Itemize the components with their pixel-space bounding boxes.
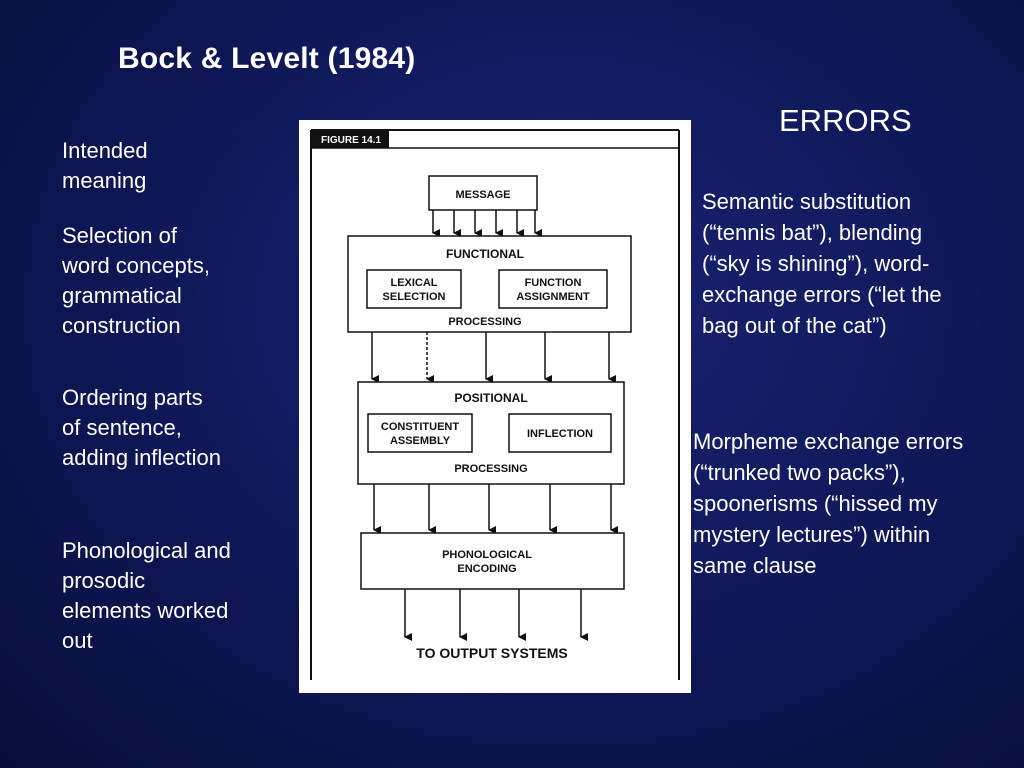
processing-label-2: PROCESSING [454, 463, 527, 475]
figure-caption: FIGURE 14.1 [321, 135, 381, 146]
phonological-encoding-box [360, 532, 625, 590]
encoding-label: ENCODING [457, 563, 516, 575]
message-label: MESSAGE [455, 189, 510, 201]
inflection-label: INFLECTION [527, 428, 593, 440]
constituent-assembly-box [367, 413, 473, 453]
function-label: FUNCTION [525, 277, 582, 289]
functional-label: FUNCTIONAL [446, 247, 524, 261]
positional-arrows [373, 484, 618, 534]
assignment-label: ASSIGNMENT [516, 291, 590, 303]
output-systems-label: TO OUTPUT SYSTEMS [416, 645, 567, 661]
label-intended-meaning: Intended meaning [62, 138, 148, 193]
figure-panel: FIGURE 14.1 MESSAGE FUNCTIONAL LEXICAL S… [299, 120, 691, 693]
functional-arrows [371, 332, 616, 383]
levelt-model-diagram: FIGURE 14.1 MESSAGE FUNCTIONAL LEXICAL S… [310, 129, 680, 680]
label-word-concepts: Selection of word concepts, grammatical … [62, 223, 210, 338]
positional-label: POSITIONAL [454, 391, 527, 405]
functional-errors-text: Semantic substitution (“tennis bat”), bl… [702, 189, 942, 338]
lexical-selection-box [366, 269, 462, 309]
inflection-box [508, 413, 612, 453]
function-assignment-box [498, 269, 608, 309]
processing-label-1: PROCESSING [448, 316, 521, 328]
output-arrows [404, 589, 588, 641]
label-phonological-elements: Phonological and prosodic elements worke… [62, 538, 231, 653]
message-box [428, 175, 538, 211]
slide-title: Bock & Levelt (1984) [118, 42, 416, 75]
phonological-label: PHONOLOGICAL [442, 549, 532, 561]
message-arrows [432, 210, 542, 237]
label-ordering-parts: Ordering parts of sentence, adding infle… [62, 385, 222, 470]
lexical-label: LEXICAL [390, 277, 437, 289]
assembly-label: ASSEMBLY [390, 435, 451, 447]
errors-heading: ERRORS [779, 103, 912, 138]
constituent-label: CONSTITUENT [381, 421, 460, 433]
positional-errors-text: Morpheme exchange errors (“trunked two p… [693, 429, 964, 578]
selection-label: SELECTION [383, 291, 446, 303]
